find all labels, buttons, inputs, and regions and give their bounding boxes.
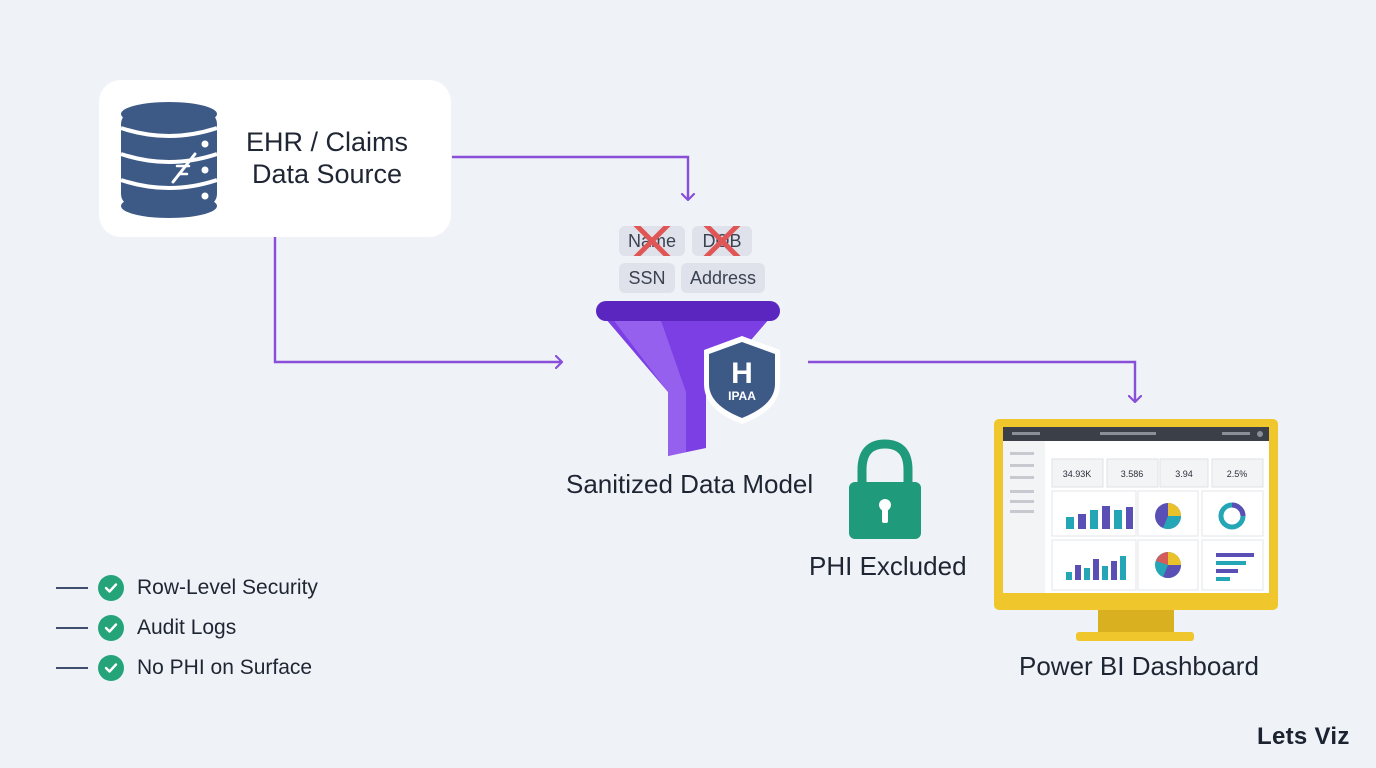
- checklist-item-label: Row-Level Security: [137, 576, 318, 599]
- bullet-dash: [56, 627, 88, 629]
- brand-logo-text: Lets Viz: [1257, 723, 1350, 750]
- arrow-source-to-model: [273, 237, 562, 362]
- padlock-icon: [849, 439, 921, 539]
- checklist-item-label: Audit Logs: [137, 616, 237, 639]
- shield-text: IPAA: [728, 389, 756, 403]
- checklist-item: Row-Level Security: [56, 568, 318, 608]
- mini-hbar-chart: [1216, 553, 1254, 581]
- pii-field-chip: SSN: [619, 263, 675, 293]
- kpi-value: 34.93K: [1063, 469, 1092, 479]
- arrow-model-to-dashboard: [808, 360, 1135, 402]
- check-circle-icon: [98, 575, 124, 601]
- data-source-title-line2: Data Source: [251, 159, 403, 189]
- data-source-card: EHR / Claims Data Source: [99, 80, 451, 237]
- check-circle-icon: [98, 655, 124, 681]
- pii-field-label: DOB: [702, 231, 742, 251]
- database-icon: [120, 102, 218, 218]
- sanitized-model-label: Sanitized Data Model: [566, 469, 814, 499]
- kpi-value: 2.5%: [1227, 469, 1248, 479]
- pii-field-chip: DOB: [692, 226, 752, 256]
- mini-pie-chart-bottom: [1155, 552, 1181, 579]
- arrow-source-to-filter: [452, 155, 688, 200]
- check-circle-icon: [98, 615, 124, 641]
- bullet-dash: [56, 587, 88, 589]
- mini-donut-chart: [1218, 502, 1246, 530]
- pii-field-chip: Name: [619, 226, 685, 256]
- checklist-item: No PHI on Surface: [56, 648, 318, 688]
- dashboard-label: Power BI Dashboard: [1019, 651, 1259, 681]
- checklist-item-label: No PHI on Surface: [137, 656, 313, 679]
- bullet-dash: [56, 667, 88, 669]
- mini-bar-chart-top: [1066, 506, 1133, 529]
- security-checklist: Row-Level Security Audit Logs No PHI on …: [56, 568, 318, 688]
- pii-field-label: Name: [627, 231, 676, 251]
- pii-field-label: Address: [689, 268, 757, 288]
- kpi-value: 3.94: [1175, 469, 1193, 479]
- hipaa-shield-icon: H IPAA: [704, 336, 780, 424]
- mini-pie-chart-top: [1155, 503, 1181, 529]
- data-source-label: EHR / Claims Data Source: [229, 126, 425, 190]
- kpi-value: 3.586: [1121, 469, 1144, 479]
- pii-field-chip: Address: [681, 263, 765, 293]
- checklist-item: Audit Logs: [56, 608, 318, 648]
- data-source-title-line1: EHR / Claims: [245, 127, 408, 157]
- mini-bar-chart-bottom: [1066, 556, 1126, 580]
- phi-excluded-label: PHI Excluded: [809, 551, 967, 581]
- shield-letter: H: [731, 357, 753, 390]
- dashboard-monitor: 34.93K 3.586 3.94 2.5%: [994, 419, 1278, 641]
- pii-field-label: SSN: [628, 268, 666, 288]
